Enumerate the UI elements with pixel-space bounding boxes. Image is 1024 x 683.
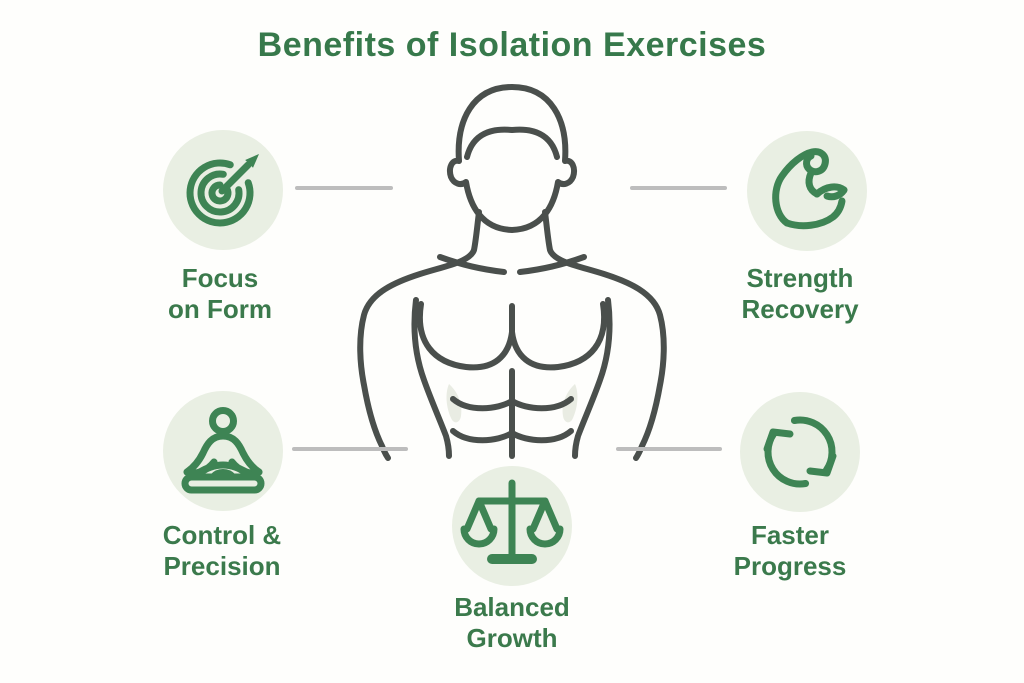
target-arrow-icon xyxy=(163,130,283,250)
abs-row-1 xyxy=(450,396,574,412)
meditation-icon xyxy=(163,391,283,511)
benefit-label-control-precision: Control & Precision xyxy=(112,520,332,581)
left-pec xyxy=(416,301,515,371)
benefit-label-balanced-growth: Balanced Growth xyxy=(412,592,612,653)
connector-top-right xyxy=(630,186,727,190)
hairline xyxy=(464,126,560,160)
connector-bottom-right xyxy=(616,447,722,451)
cycle-arrows-icon xyxy=(740,392,860,512)
right-inner-arm xyxy=(572,297,613,459)
label-line: Progress xyxy=(733,550,847,581)
head-outline xyxy=(447,84,577,233)
left-inner-arm xyxy=(411,297,452,459)
right-pec xyxy=(509,301,608,371)
right-clavicle xyxy=(517,254,587,275)
benefit-label-faster-progress: Faster Progress xyxy=(680,520,900,581)
right-shoulder-arm xyxy=(542,209,667,461)
benefit-label-strength-recovery: Strength Recovery xyxy=(700,263,900,324)
label-line: Balanced xyxy=(454,592,570,622)
oblique-shade-left xyxy=(446,384,462,423)
benefit-label-focus-on-form: Focus on Form xyxy=(120,263,320,324)
left-shoulder-arm xyxy=(357,209,482,461)
abs-row-2 xyxy=(450,428,574,444)
label-line: Control & xyxy=(162,520,282,550)
label-line: on Form xyxy=(168,293,272,324)
oblique-shade-right xyxy=(562,384,578,423)
label-line: Strength xyxy=(746,263,854,293)
balance-scale-icon xyxy=(452,466,572,586)
label-line: Focus xyxy=(181,263,259,293)
page-title: Benefits of Isolation Exercises xyxy=(257,26,767,64)
connector-top-left xyxy=(295,186,393,190)
connector-bottom-left xyxy=(292,447,408,451)
flexed-bicep-icon xyxy=(747,131,867,251)
left-clavicle xyxy=(437,254,507,275)
label-line: Faster xyxy=(750,520,830,550)
label-line: Precision xyxy=(163,550,281,581)
label-line: Recovery xyxy=(741,293,859,324)
label-line: Growth xyxy=(466,622,558,653)
